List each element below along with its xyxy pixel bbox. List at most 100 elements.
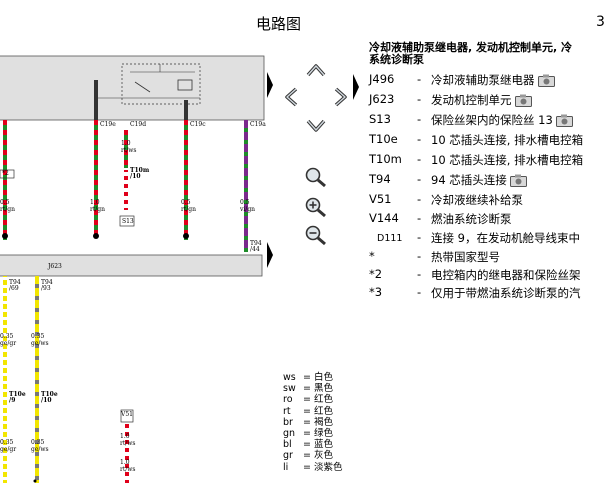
wire-color-code: ws [283, 372, 296, 383]
wire-color: ge/gr [0, 340, 17, 347]
pin-label: C19c [190, 121, 206, 128]
next-page-arrow-icon[interactable] [266, 70, 274, 100]
legend-code: T94 [369, 172, 391, 186]
wire-color: rt/gn [0, 206, 16, 213]
wire-size: 0.5 [0, 199, 10, 206]
legend-desc: 冷却液辅助泵继电器 [431, 72, 555, 88]
wire-size: 1.0 [121, 140, 131, 147]
legend-code: J623 [369, 92, 395, 106]
legend-desc: 10 芯插头连接, 排水槽电控箱 [431, 153, 584, 167]
legend-dash: - [417, 285, 422, 299]
wire-color-code: li [283, 461, 289, 473]
wire-size: 0.5 [181, 199, 191, 206]
wire-color-code: sw [283, 383, 296, 395]
wire-color-name: 红色 [313, 405, 333, 417]
wire-size: 0.35 [0, 333, 14, 340]
camera-icon[interactable] [509, 174, 527, 187]
zoom-out-icon[interactable] [304, 224, 328, 246]
connector-label: T94 [250, 240, 262, 247]
wire-color: ge/ws [31, 446, 49, 453]
connector-pin: /10 [130, 173, 141, 180]
connector-label: T10m [130, 167, 150, 174]
pin-label: C19a [250, 121, 266, 128]
legend-dash: - [417, 267, 422, 281]
pin-label: C19e [100, 121, 116, 128]
arrow-left-icon[interactable] [283, 86, 299, 108]
wire-color-name: 褐色 [313, 416, 333, 428]
legend-code: T10e [369, 132, 398, 146]
camera-icon[interactable] [514, 94, 532, 107]
wire-color-name: 蓝色 [313, 439, 333, 451]
legend-code: D111 [377, 233, 403, 244]
wire-color: vi/gn [240, 206, 256, 213]
wire-color-row: rt= 红色 [283, 405, 333, 417]
component-legend: 冷却液辅助泵继电器, 发动机控制单元, 冷 系统诊断泵 J496 - 冷却液辅助… [369, 41, 603, 301]
camera-icon[interactable] [537, 74, 555, 87]
legend-code: V51 [369, 192, 392, 206]
wire-color-row: ws= 白色 [283, 372, 333, 383]
legend-desc: 94 芯插头连接 [431, 172, 527, 188]
legend-dash: - [417, 192, 422, 206]
connector-pin: /44 [250, 246, 260, 253]
legend-desc: 连接 9，在发动机舱导线束中 [431, 231, 580, 245]
wire-color-name: 灰色 [313, 450, 333, 462]
legend-dash: - [417, 249, 422, 263]
wire-color-code: bl [283, 439, 292, 451]
legend-desc: 燃油系统诊断泵 [431, 212, 512, 226]
legend-code: *2 [369, 267, 383, 281]
wire-color-row: ro= 红色 [283, 394, 333, 406]
legend-code: J496 [369, 72, 395, 86]
legend-desc: 冷却液继续补给泵 [431, 193, 523, 207]
pin-label: C19d [130, 121, 147, 128]
component-label: V51 [121, 411, 133, 418]
legend-desc: 电控箱内的继电器和保险丝架 [431, 268, 581, 282]
connector-label: T94 [41, 279, 53, 286]
legend-dash: - [417, 230, 422, 244]
wire-size: 1.0 [120, 459, 130, 466]
wire-color-code: ro [283, 394, 293, 406]
wire-color: rt/ws [120, 440, 136, 447]
legend-code: V144 [369, 211, 399, 225]
page-title: 电路图 [256, 15, 302, 33]
component-label: S13 [122, 218, 134, 225]
wire-color: ge/ws [31, 340, 49, 347]
legend-dash: - [417, 112, 422, 126]
legend-code: S13 [369, 112, 391, 126]
wire-color: rt/gn [90, 206, 106, 213]
wire-color-name: 红色 [313, 394, 333, 406]
wire-color-name: 黑色 [313, 383, 333, 395]
connector-label: T94 [9, 279, 21, 286]
connector-label: T10e [9, 391, 26, 398]
wire-color-legend: ws= 白色 sw= 黑色 ro= 红色 rt= 红色 br= 褐色 gn= 绿… [283, 372, 343, 473]
wire-color-name: 绿色 [313, 428, 333, 440]
legend-code: *3 [369, 285, 383, 299]
next-page-arrow-icon[interactable] [266, 240, 274, 270]
arrow-down-icon[interactable] [305, 118, 327, 134]
wire-color-row: br= 褐色 [283, 416, 333, 428]
zoom-in-icon[interactable] [304, 196, 328, 218]
wire-color-row: gr= 灰色 [283, 450, 333, 462]
page-number: 3 [596, 14, 605, 30]
wire-color: ge/gr [0, 446, 17, 453]
legend-title-line2: 系统诊断泵 [369, 53, 424, 66]
legend-desc-text: 保险丝架内的保险丝 13 [431, 113, 553, 127]
wire-color-row: li= 淡紫色 [283, 461, 343, 473]
connector-pin: /9 [9, 397, 16, 404]
camera-icon[interactable] [555, 114, 573, 127]
connector-pin: /69 [9, 285, 19, 292]
circuit-diagram[interactable]: C19e C19d C19c C19a *2 T10m /10 S13 T94 … [0, 0, 270, 483]
magnifier-icon[interactable] [304, 166, 328, 188]
legend-title: 冷却液辅助泵继电器, 发动机控制单元, 冷 [369, 41, 573, 54]
legend-dash: - [417, 172, 422, 186]
wire-color-code: gr [283, 450, 293, 462]
wire-color: rt/ws [121, 147, 137, 154]
arrow-right-icon[interactable] [333, 86, 349, 108]
wire-color-code: br [283, 416, 293, 428]
wire-size: 0.35 [31, 333, 45, 340]
legend-desc-text: 94 芯插头连接 [431, 173, 507, 187]
arrow-up-icon[interactable] [305, 62, 327, 78]
legend-dash: - [417, 152, 422, 166]
connector-pin: /93 [41, 285, 51, 292]
circuit-drawing [0, 55, 265, 483]
wire-size: 0.35 [0, 439, 14, 446]
